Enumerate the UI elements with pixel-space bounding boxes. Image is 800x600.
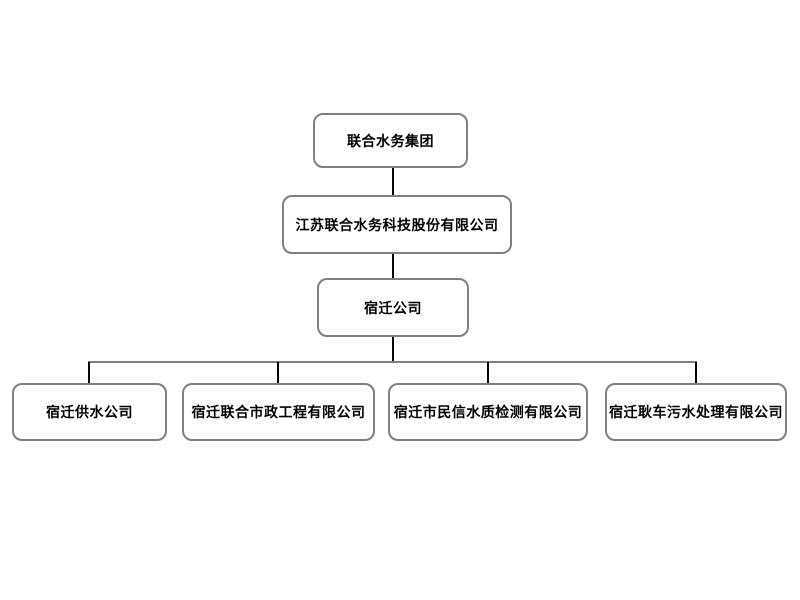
org-node-group: 联合水务集团 — [313, 113, 468, 168]
connector-drop-subsidiary-1 — [88, 362, 90, 383]
connector-drop-subsidiary-4 — [695, 362, 697, 383]
connector-branch-rail — [392, 337, 394, 362]
org-node-subsidiary-1: 宿迁供水公司 — [12, 383, 167, 441]
connector-drop-subsidiary-3 — [487, 362, 489, 383]
org-node-parent-company: 江苏联合水务科技股份有限公司 — [282, 195, 512, 254]
org-node-subsidiary-4: 宿迁耿车污水处理有限公司 — [605, 383, 787, 441]
connector-drop-subsidiary-2 — [277, 362, 279, 383]
connector-group-parent — [392, 168, 394, 195]
org-node-branch: 宿迁公司 — [317, 278, 469, 337]
connector-parent-branch — [392, 254, 394, 278]
org-node-subsidiary-2: 宿迁联合市政工程有限公司 — [182, 383, 375, 441]
connector-rail — [88, 361, 697, 363]
org-node-subsidiary-3: 宿迁市民信水质检测有限公司 — [388, 383, 588, 441]
